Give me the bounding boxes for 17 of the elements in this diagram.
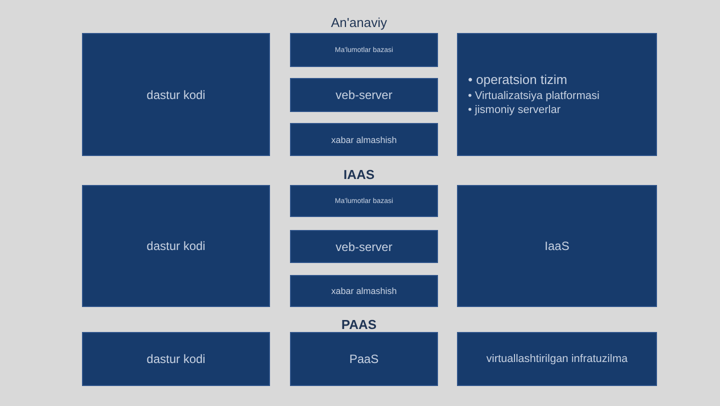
layer-box: IaaS (457, 185, 657, 307)
layer-box: xabar almashish (290, 123, 438, 156)
layer-box (457, 33, 657, 156)
layer-box: dastur kodi (82, 33, 270, 156)
layer-box: veb-server (290, 78, 438, 112)
layer-box: PaaS (290, 332, 438, 386)
bullet-item: • jismoniy serverlar (468, 102, 562, 118)
bullet-item: • operatsion tizim (468, 72, 568, 89)
layer-box: virtuallashtirilgan infratuzilma (457, 332, 657, 386)
layer-box: dastur kodi (82, 185, 270, 307)
layer-box: dastur kodi (82, 332, 270, 386)
section-heading: An'anaviy (331, 15, 387, 30)
section-heading: PAAS (341, 317, 377, 332)
layer-box: veb-server (290, 230, 438, 263)
section-heading: IAAS (343, 167, 375, 182)
bullet-item: • Virtualizatsiya platformasi (468, 88, 600, 103)
layer-box: xabar almashish (290, 275, 438, 307)
